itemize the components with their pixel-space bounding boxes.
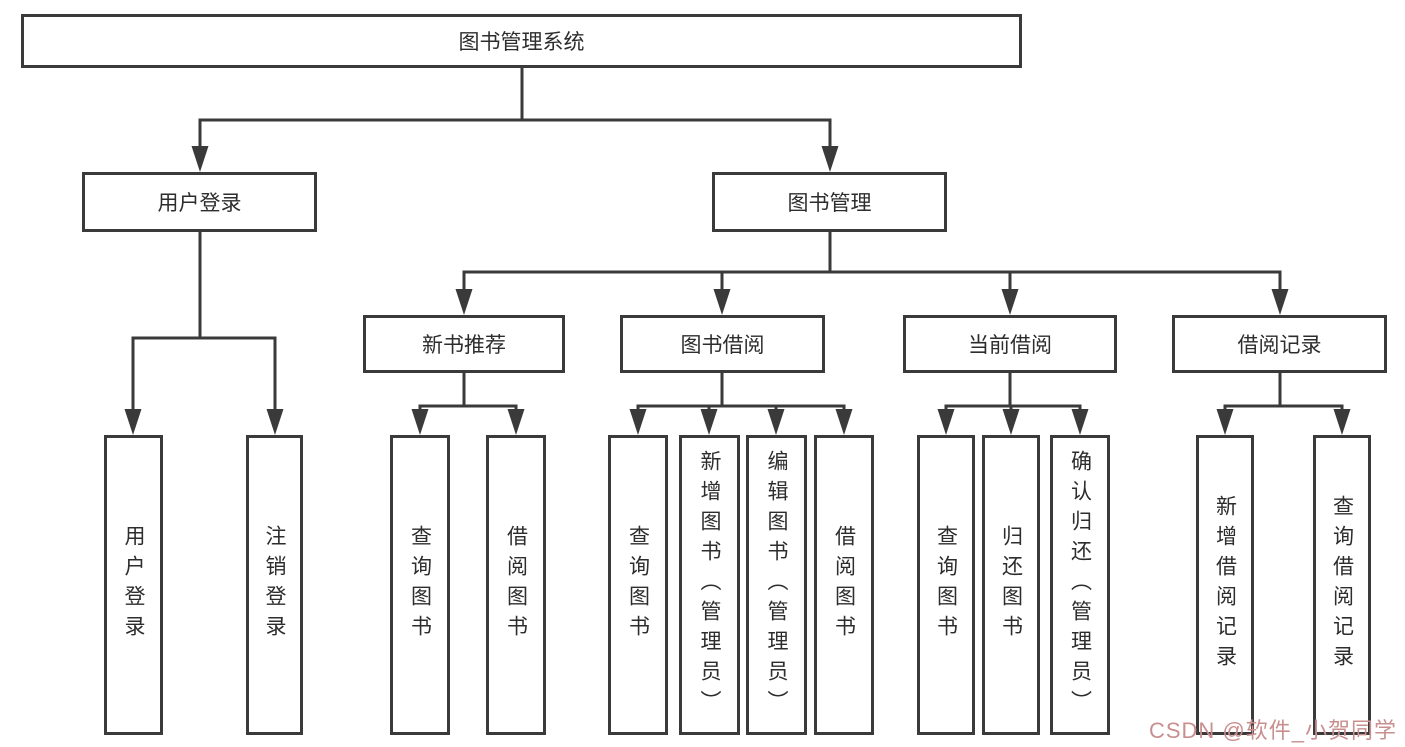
leaf-label: 借阅图书 (832, 525, 856, 645)
leaf-add-books-admin: 新增图书（管理员） (679, 435, 740, 735)
leaf-borrow-books: 借阅图书 (814, 435, 874, 735)
leaf-logout: 注销登录 (246, 435, 303, 735)
node-book-borrowing: 图书借阅 (620, 315, 825, 373)
leaf-query-books-recommend: 查询图书 (390, 435, 450, 735)
node-label: 新书推荐 (422, 334, 506, 357)
leaf-label: 编辑图书（管理员） (765, 450, 788, 720)
leaf-label: 查询图书 (408, 525, 432, 645)
leaf-query-books-current: 查询图书 (917, 435, 975, 735)
leaf-query-borrow-record: 查询借阅记录 (1313, 435, 1371, 735)
node-new-book-recommendation: 新书推荐 (363, 315, 565, 373)
leaf-label: 查询图书 (934, 525, 958, 645)
leaf-label: 确认归还（管理员） (1068, 450, 1092, 720)
node-borrowing-records: 借阅记录 (1172, 315, 1387, 373)
leaf-label: 新增图书（管理员） (698, 450, 721, 720)
csdn-watermark: CSDN @软件_小贺同学 (1148, 718, 1397, 743)
leaf-user-login: 用户登录 (104, 435, 163, 735)
node-library-management-system: 图书管理系统 (21, 14, 1022, 68)
leaf-label: 新增借阅记录 (1213, 495, 1237, 675)
leaf-label: 查询图书 (626, 525, 650, 645)
node-label: 图书借阅 (680, 334, 765, 357)
leaf-label: 查询借阅记录 (1330, 495, 1354, 675)
leaf-label: 用户登录 (122, 525, 145, 645)
node-label: 图书管理系统 (458, 31, 585, 54)
leaf-confirm-return-admin: 确认归还（管理员） (1050, 435, 1110, 735)
leaf-query-books-borrow: 查询图书 (608, 435, 668, 735)
leaf-edit-books-admin: 编辑图书（管理员） (746, 435, 807, 735)
node-label: 用户登录 (157, 192, 242, 215)
leaf-label: 注销登录 (263, 525, 286, 645)
node-label: 图书管理 (787, 192, 872, 215)
node-book-management: 图书管理 (712, 172, 947, 232)
leaf-return-books: 归还图书 (982, 435, 1040, 735)
leaf-label: 归还图书 (999, 525, 1023, 645)
leaf-add-borrow-record: 新增借阅记录 (1196, 435, 1254, 735)
node-user-login: 用户登录 (82, 172, 317, 232)
node-current-borrowing: 当前借阅 (903, 315, 1117, 373)
leaf-borrow-books-recommend: 借阅图书 (486, 435, 546, 735)
node-label: 借阅记录 (1237, 334, 1322, 357)
leaf-label: 借阅图书 (504, 525, 528, 645)
node-label: 当前借阅 (968, 334, 1052, 357)
